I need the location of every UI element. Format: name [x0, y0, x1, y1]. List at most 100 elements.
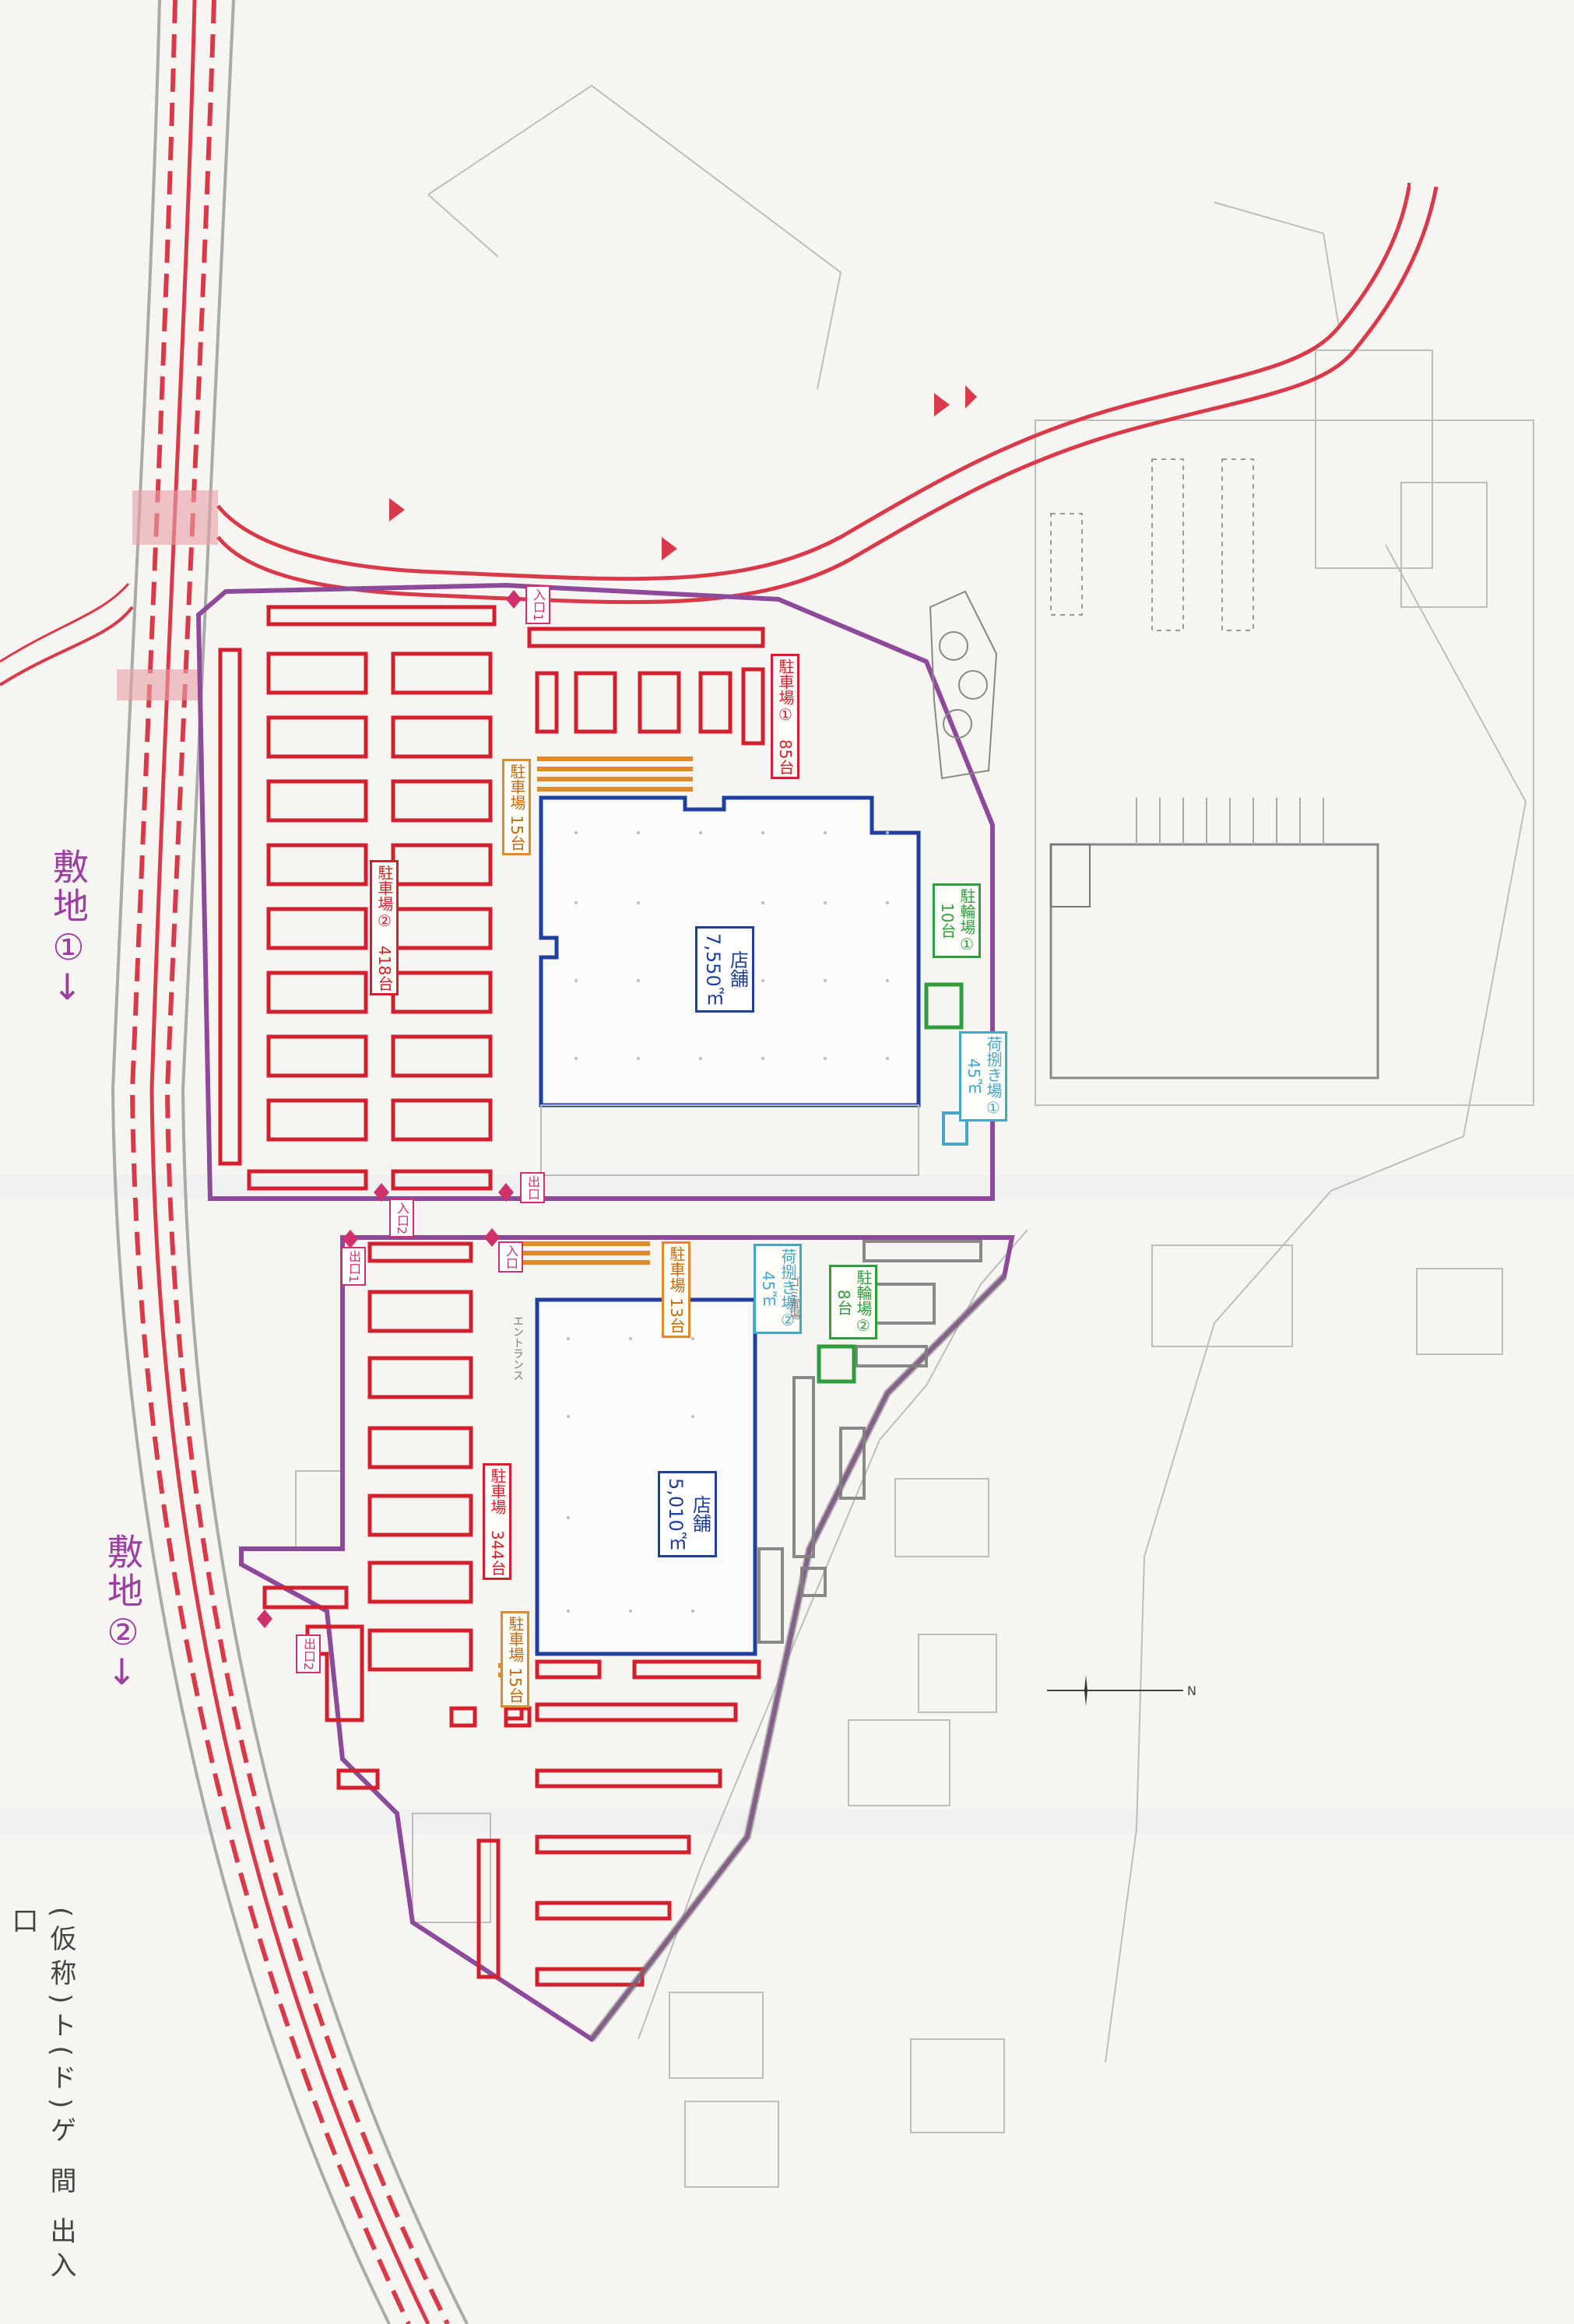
parking-block: [266, 971, 368, 1014]
green-area: [929, 590, 998, 780]
store-2-label: 店舗 5,010㎡: [658, 1471, 718, 1557]
parking-block: [266, 651, 368, 695]
north-road: [216, 183, 1439, 605]
parking-small: [449, 1706, 477, 1728]
column-dot: [886, 1057, 889, 1060]
north-road-edge-1: [216, 186, 1411, 581]
parking-row: [535, 1702, 738, 1722]
house-2: [1151, 1244, 1293, 1347]
bicycle-parking-2-label: 駐輪場② 8台: [829, 1265, 877, 1339]
parking-block: [367, 1628, 473, 1672]
column-dot: [699, 831, 702, 834]
entrance-markers: [257, 590, 522, 1628]
column-dot: [824, 979, 827, 982]
footer-title: (仮称)ト(ド)ゲ 間 出入口: [7, 1907, 76, 2286]
parking-block: [391, 715, 493, 759]
parking-block: [266, 843, 368, 886]
grey-stall: [863, 1240, 982, 1262]
parking-block: [266, 907, 368, 950]
parcel-small-2: [1400, 482, 1488, 608]
highway: [0, 0, 469, 2324]
column-dot: [567, 1337, 570, 1340]
entrance-marker-icon: [343, 1230, 358, 1248]
parking-column: [476, 1838, 501, 1979]
parcel-outline-top: [427, 84, 842, 390]
fold-line: [0, 1175, 1574, 1199]
grey-stall: [757, 1547, 784, 1644]
parking-block: [391, 651, 493, 695]
house-8: [684, 2101, 779, 2188]
parking-block: [266, 1034, 368, 1078]
traffic-arrows: [389, 385, 977, 560]
road-edge-ne: [1214, 202, 1340, 328]
house-5: [848, 1719, 950, 1806]
parking-block: [367, 1426, 473, 1469]
exit-2-tag: 出口1: [341, 1247, 366, 1287]
site2-label: 敷地②→: [102, 1533, 144, 1690]
parking-small: [698, 671, 733, 734]
column-dot: [574, 979, 578, 982]
north-road-edge-2: [216, 186, 1439, 605]
store-2: [535, 1297, 757, 1656]
background-parcels: [295, 84, 1534, 2188]
parking-small: [535, 671, 559, 734]
column-dot: [567, 1516, 570, 1519]
store-1-label: 店舗 7,550㎡: [695, 926, 755, 1013]
store-1-area: 7,550㎡: [702, 933, 725, 1006]
waste-area-label: ゴミ置場: [788, 1276, 800, 1320]
column-dot: [691, 1610, 694, 1613]
bus-stall: [1151, 458, 1184, 631]
exit-3-tag: 出口2: [296, 1634, 321, 1674]
parcel-small: [1315, 349, 1433, 569]
lane-south: [638, 1229, 1028, 2040]
parking-block: [367, 1494, 473, 1537]
entrance-1-tag: 入口1: [525, 585, 550, 625]
store-2-name: 店舗: [689, 1495, 711, 1533]
parking-row: [367, 1241, 473, 1263]
exit-1-tag: 出口: [520, 1172, 545, 1203]
house-6: [910, 2038, 1005, 2133]
site1-label: 敷地①→: [47, 848, 90, 1005]
parking-row: [391, 1169, 493, 1191]
parking-column-west: [218, 648, 242, 1166]
lane-line-1: [129, 0, 411, 2324]
column-dot: [691, 1415, 694, 1418]
parking-row: [262, 1585, 349, 1610]
parking-block: [367, 1290, 473, 1333]
column-dot: [574, 901, 578, 904]
parking-total-4: 駐車場 15台: [502, 759, 531, 855]
entrance-marker-icon: [257, 1610, 272, 1628]
parking-total-6: 駐車場 15台: [501, 1611, 529, 1708]
parking-block: [391, 1098, 493, 1142]
loading-area-1: [942, 1111, 968, 1146]
highway-edge-east: [181, 0, 469, 2324]
lane-line-3: [164, 0, 450, 2324]
store-1-columns: [574, 831, 889, 1060]
site1-parking: [218, 605, 765, 1191]
traffic-arrow-icon: [965, 385, 977, 409]
parking-row: [632, 1659, 761, 1680]
column-dot: [761, 901, 764, 904]
grey-stall: [839, 1427, 866, 1500]
parking-row: [535, 1967, 645, 1987]
parking-total-5: 駐車場 13台: [662, 1241, 690, 1338]
green-area-outline: [929, 590, 998, 780]
column-dot: [629, 1337, 632, 1340]
parking-row: [266, 605, 497, 627]
parking-block: [266, 715, 368, 759]
parking-row: [535, 1901, 672, 1921]
parking-block: [367, 1560, 473, 1604]
column-dot: [886, 831, 889, 834]
bicycle-parking-2: [817, 1344, 856, 1384]
store-1-parking-deck: [540, 1104, 919, 1176]
column-dot: [637, 901, 640, 904]
column-dot: [824, 831, 827, 834]
north-arrow-icon: N: [1047, 1675, 1196, 1706]
column-dot: [574, 1057, 578, 1060]
column-dot: [761, 831, 764, 834]
house-10: [412, 1813, 491, 1923]
entrance-marker-icon: [498, 1183, 514, 1202]
parking-block: [391, 1034, 493, 1078]
crosswalk-north: [132, 490, 218, 545]
compass-star: [1084, 1675, 1087, 1706]
